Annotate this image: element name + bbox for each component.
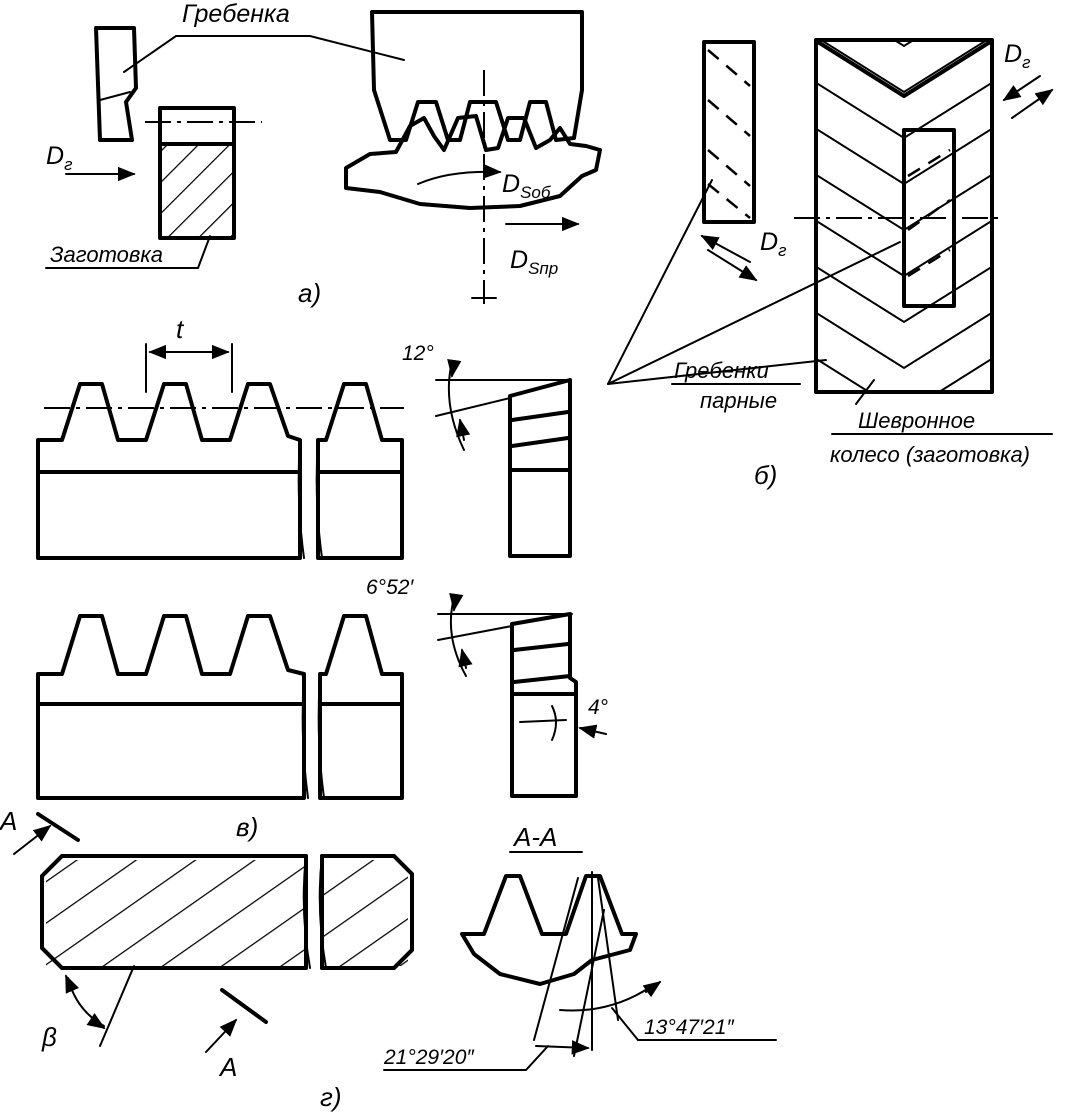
cutter-edge bbox=[99, 91, 131, 101]
ang21-leader bbox=[383, 1045, 549, 1071]
ang652-arrow-2 bbox=[458, 648, 473, 669]
comb-cutter-side bbox=[94, 26, 138, 142]
ang4-arrow bbox=[578, 724, 607, 739]
angle-21-29-20: 21°29′20″ bbox=[383, 1046, 475, 1069]
comb1-side-t2 bbox=[510, 436, 570, 448]
ang4-arc bbox=[551, 705, 557, 741]
grebenki-leader-3 bbox=[607, 359, 827, 385]
dg-arrow-b1 bbox=[707, 249, 758, 281]
ang12-arrow-1 bbox=[447, 358, 462, 378]
ang12-line bbox=[435, 397, 511, 417]
comb-profile-1-right bbox=[316, 382, 404, 560]
section-arrow-bottom bbox=[205, 1018, 238, 1053]
ds-ob-label: DSоб bbox=[502, 170, 552, 202]
angle-6-52: 6°52′ bbox=[366, 576, 414, 599]
helical-comb-hatch-right bbox=[324, 860, 408, 966]
paired-comb-left bbox=[702, 40, 756, 224]
angle-4: 4° bbox=[588, 696, 608, 719]
helical-break bbox=[302, 855, 327, 969]
grebenka-label: Гребенка bbox=[182, 0, 290, 28]
comb-tooth-line-2 bbox=[707, 99, 751, 137]
ds-ob-arrow bbox=[417, 164, 502, 185]
part-g: А А β А-А 13°47′21″ 21°29′20″ г) bbox=[0, 806, 777, 1112]
shevron-label-line2: колесо (заготовка) bbox=[830, 442, 1030, 467]
comb-tooth-line-1 bbox=[707, 49, 751, 87]
pitch-label: t bbox=[176, 314, 185, 344]
beta-arrow-1 bbox=[65, 974, 79, 994]
angle-12: 12° bbox=[402, 342, 434, 365]
herringbone-top-chevron bbox=[816, 40, 992, 98]
comb-right-line-3 bbox=[907, 248, 951, 278]
dg-arrow-b3 bbox=[1002, 75, 1041, 101]
grebenki-label-line2: парные bbox=[700, 388, 777, 413]
ang21-arrow bbox=[535, 1040, 590, 1055]
shevron-leader bbox=[855, 379, 875, 405]
blank-hatch bbox=[162, 144, 232, 236]
grebenki-label-line1: Гребенки bbox=[674, 358, 769, 383]
ang652-line bbox=[437, 625, 513, 641]
part-v-comb-1: t 12° bbox=[36, 314, 572, 560]
comb1-side-t1 bbox=[510, 410, 570, 422]
comb-right-line-1 bbox=[907, 148, 951, 178]
ang652-arrow-1 bbox=[449, 592, 464, 612]
part-a: Dг Заготовка Гребенка DSоб DSпр а) bbox=[45, 0, 602, 308]
herringbone-wheel bbox=[814, 38, 994, 394]
section-angle-line-2 bbox=[597, 877, 619, 1021]
zagotovka-leader bbox=[45, 235, 211, 269]
grebenki-leader-2 bbox=[607, 241, 901, 385]
ang13-arc bbox=[559, 985, 653, 1012]
section-aa-title: А-А bbox=[512, 822, 557, 852]
comb2-side-t2 bbox=[512, 674, 572, 684]
section-aa-profile bbox=[460, 874, 638, 986]
caption-g: г) bbox=[320, 1082, 341, 1112]
section-label-bottom: А bbox=[218, 1052, 237, 1082]
section-mark-top bbox=[36, 812, 80, 842]
dg-arrow-b4 bbox=[1011, 88, 1054, 119]
dg-label-a: Dг bbox=[46, 142, 72, 174]
grebenka-leader bbox=[123, 35, 405, 73]
shevron-label-line1: Шевронное bbox=[858, 408, 975, 433]
caption-b: б) bbox=[754, 460, 777, 490]
caption-a: а) bbox=[298, 278, 321, 308]
blank-outline bbox=[158, 106, 236, 240]
ang13-leader bbox=[611, 1007, 777, 1041]
section-mark-bottom bbox=[220, 988, 268, 1024]
beta-arc bbox=[67, 977, 105, 1027]
zagotovka-label: Заготовка bbox=[50, 242, 163, 267]
comb-tooth-line-4 bbox=[707, 183, 751, 219]
grebenki-leader-1 bbox=[607, 179, 713, 385]
part-v-comb-2: 6°52′ 4° в) bbox=[36, 576, 608, 842]
beta-line bbox=[99, 965, 135, 1047]
section-arrow-top bbox=[13, 824, 52, 855]
ds-pr-label: DSпр bbox=[510, 246, 558, 278]
ang13-arrow bbox=[642, 980, 662, 998]
dg-label-b2: Dг bbox=[1004, 40, 1030, 72]
comb-cutter-front bbox=[370, 10, 584, 142]
dg-label-b1: Dг bbox=[760, 228, 786, 260]
comb-profile-2-right bbox=[318, 614, 404, 800]
beta-arrow-2 bbox=[86, 1013, 106, 1029]
section-angle-line-3 bbox=[573, 909, 605, 1057]
caption-v: в) bbox=[236, 812, 258, 842]
gear-blank bbox=[344, 114, 602, 210]
section-label-top: А bbox=[0, 806, 17, 836]
comb-tooth-line-3 bbox=[707, 149, 751, 187]
comb2-side-t1 bbox=[512, 642, 570, 652]
comb-right-line-2 bbox=[907, 198, 951, 232]
section-angle-line-1 bbox=[533, 877, 579, 1041]
ang12-arrow-2 bbox=[456, 418, 471, 441]
comb1-break bbox=[297, 439, 323, 559]
helical-comb-hatch bbox=[46, 860, 304, 966]
comb2-side-view bbox=[510, 612, 578, 798]
ang4-line bbox=[519, 719, 567, 723]
comb-profile-2 bbox=[36, 614, 306, 800]
part-b: Dг Dг Гребенки парные bbox=[607, 38, 1054, 490]
comb2-break bbox=[301, 673, 325, 799]
dg-arrow-b2 bbox=[700, 235, 751, 263]
beta-label: β bbox=[41, 1022, 57, 1052]
angle-13-47-21: 13°47′21″ bbox=[644, 1016, 735, 1039]
comb-profile-1 bbox=[36, 382, 302, 560]
